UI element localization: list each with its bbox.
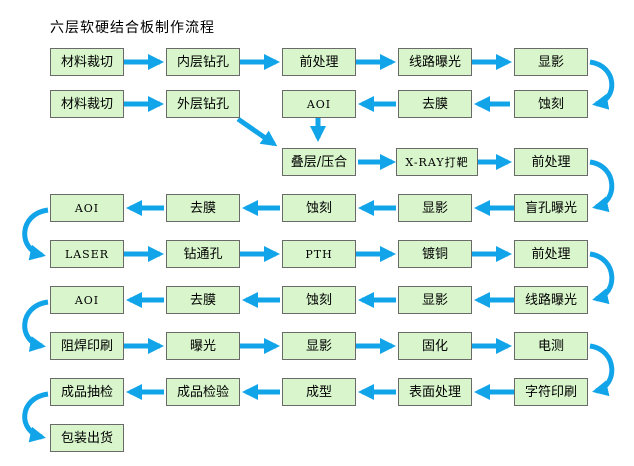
- step-xray-target: X-RAY打靶: [396, 148, 478, 176]
- step-surface-finish: 表面处理: [398, 378, 472, 406]
- step-forming: 成型: [282, 378, 356, 406]
- step-developing-2: 显影: [398, 194, 472, 222]
- step-developing-4: 显影: [282, 332, 356, 360]
- step-pretreatment-1: 前处理: [282, 48, 356, 76]
- step-strip-2: 去膜: [166, 194, 240, 222]
- arrow-r1-turn: [589, 59, 615, 110]
- step-material-cutting-1: 材料裁切: [50, 48, 124, 76]
- step-pretreatment-2: 前处理: [514, 148, 588, 176]
- step-developing-3: 显影: [398, 286, 472, 314]
- arrow-r7-turn: [589, 343, 615, 397]
- step-etching-2: 蚀刻: [282, 194, 356, 222]
- arrow-r4-turn: [22, 207, 49, 261]
- page-title: 六层软硬结合板制作流程: [50, 20, 215, 36]
- step-through-hole-drilling: 钻通孔: [166, 240, 240, 268]
- step-outer-drilling: 外层钻孔: [166, 90, 240, 118]
- step-copper-plating: 镀铜: [398, 240, 472, 268]
- step-aoi-3: AOI: [50, 286, 124, 314]
- step-electrical-test: 电测: [514, 332, 588, 360]
- step-strip-1: 去膜: [398, 90, 472, 118]
- step-sampling-inspection: 成品抽检: [50, 378, 124, 406]
- step-strip-3: 去膜: [166, 286, 240, 314]
- step-legend-printing: 字符印刷: [514, 378, 588, 406]
- step-final-inspection: 成品检验: [166, 378, 240, 406]
- step-circuit-exposure-1: 线路曝光: [398, 48, 472, 76]
- step-etching-3: 蚀刻: [282, 286, 356, 314]
- step-solder-mask-printing: 阻焊印刷: [50, 332, 124, 360]
- step-circuit-exposure-2: 线路曝光: [514, 286, 588, 314]
- arrow-r6-turn: [22, 299, 49, 352]
- arrow-r5-turn: [589, 251, 615, 305]
- step-aoi-2: AOI: [50, 194, 124, 222]
- step-exposure: 曝光: [166, 332, 240, 360]
- step-curing: 固化: [398, 332, 472, 360]
- step-laser: LASER: [50, 240, 124, 268]
- step-pth: PTH: [282, 240, 356, 268]
- step-developing-1: 显影: [514, 48, 588, 76]
- step-blind-via-exposure: 盲孔曝光: [514, 194, 588, 222]
- step-inner-drilling: 内层钻孔: [166, 48, 240, 76]
- step-material-cutting-2: 材料裁切: [50, 90, 124, 118]
- arrow-r3-turn: [589, 159, 615, 213]
- step-aoi-1: AOI: [282, 90, 356, 118]
- step-lamination: 叠层/压合: [282, 148, 356, 176]
- arrow-r2-diag: [236, 116, 278, 147]
- arrow-r8-turn: [22, 391, 49, 443]
- step-etching-1: 蚀刻: [514, 90, 588, 118]
- step-pretreatment-3: 前处理: [514, 240, 588, 268]
- step-packing-shipping: 包装出货: [50, 424, 124, 452]
